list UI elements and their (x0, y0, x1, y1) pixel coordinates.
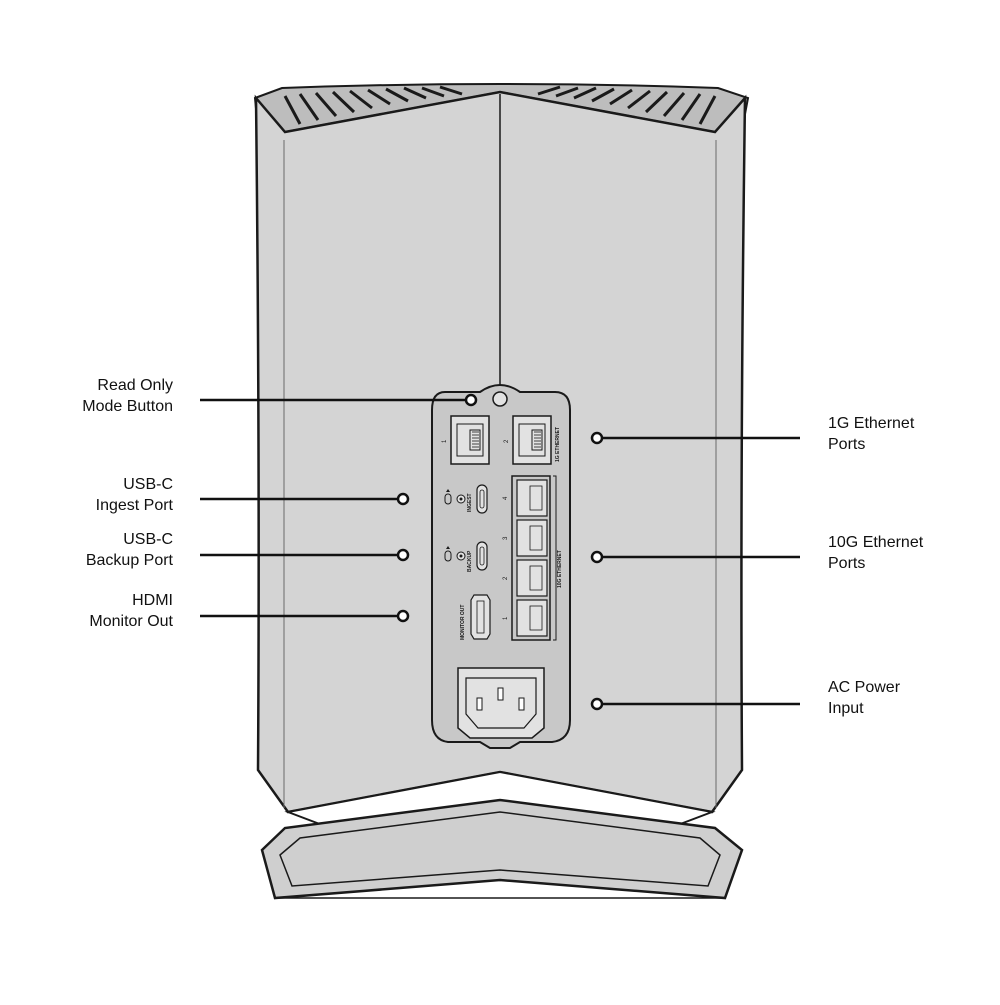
callout-hdmi-label: HDMI Monitor Out (89, 590, 173, 632)
callout-eth-1g-line1: 1G Ethernet (828, 415, 915, 432)
port-1g-1-label: 1 (442, 439, 448, 443)
ethernet-10g-port-3 (516, 519, 548, 557)
callout-ac-power-leader (590, 697, 800, 711)
callout-hdmi-line1: HDMI (132, 592, 173, 609)
usbc-backup-icon (444, 546, 452, 562)
monitor-out-label: MONITOR OUT (460, 605, 466, 640)
ethernet-1g-port-1 (450, 415, 490, 465)
callout-usbc-ingest-label: USB-C Ingest Port (96, 474, 173, 516)
callout-ac-power-line1: AC Power (828, 679, 901, 696)
callout-eth-10g-leader (590, 550, 800, 564)
callout-usbc-backup-leader (200, 548, 410, 562)
ethernet-1g-group-label: 1G ETHERNET (555, 427, 561, 462)
backup-label: BACKUP (467, 550, 473, 572)
ethernet-10g-port-2 (516, 559, 548, 597)
callout-usbc-ingest-leader (200, 492, 410, 506)
callout-eth-10g-line1: 10G Ethernet (828, 534, 924, 551)
usbc-backup-status-led (456, 551, 466, 561)
read-only-mode-button (492, 391, 508, 407)
port-10g-2-label: 2 (503, 576, 509, 580)
callout-usbc-ingest-line2: Ingest Port (95, 497, 173, 514)
port-10g-1-label: 1 (503, 616, 509, 620)
callout-eth-1g-leader (590, 431, 800, 445)
callout-read-only-leader (200, 393, 478, 407)
callout-usbc-ingest-line1: USB-C (123, 476, 173, 493)
usbc-ingest-icon (444, 489, 452, 505)
callout-ac-power-line2: Input (828, 700, 864, 717)
port-10g-4-label: 4 (503, 496, 509, 500)
ingest-label: INGEST (467, 493, 473, 512)
callout-read-only-line2: Mode Button (82, 398, 173, 415)
ethernet-10g-port-4 (516, 479, 548, 517)
callout-hdmi-line2: Monitor Out (89, 613, 173, 630)
ethernet-10g-group (511, 475, 557, 641)
callout-usbc-backup-line1: USB-C (123, 531, 173, 548)
usbc-ingest-port (476, 484, 488, 514)
callout-usbc-backup-line2: Backup Port (85, 552, 173, 569)
ethernet-10g-group-label: 10G ETHERNET (557, 550, 563, 588)
callout-eth-1g-line2: Ports (828, 436, 866, 453)
callout-read-only-line1: Read Only (97, 377, 173, 394)
callout-eth-10g-label: 10G Ethernet Ports (828, 532, 923, 574)
device-stand (260, 770, 744, 900)
callout-read-only-label: Read Only Mode Button (82, 375, 173, 417)
callout-ac-power-label: AC Power Input (828, 677, 900, 719)
callout-hdmi-leader (200, 609, 410, 623)
port-1g-2-label: 2 (504, 439, 510, 443)
callout-eth-10g-line2: Ports (828, 555, 866, 572)
top-vent-cap (253, 83, 750, 134)
callout-usbc-backup-label: USB-C Backup Port (86, 529, 173, 571)
ethernet-10g-port-1 (516, 599, 548, 637)
port-10g-3-label: 3 (503, 536, 509, 540)
usbc-ingest-status-led (456, 494, 466, 504)
ethernet-1g-port-2 (512, 415, 552, 465)
ac-power-inlet (457, 667, 545, 739)
usbc-backup-port (476, 541, 488, 571)
hdmi-port (470, 594, 491, 640)
callout-eth-1g-label: 1G Ethernet Ports (828, 413, 914, 455)
